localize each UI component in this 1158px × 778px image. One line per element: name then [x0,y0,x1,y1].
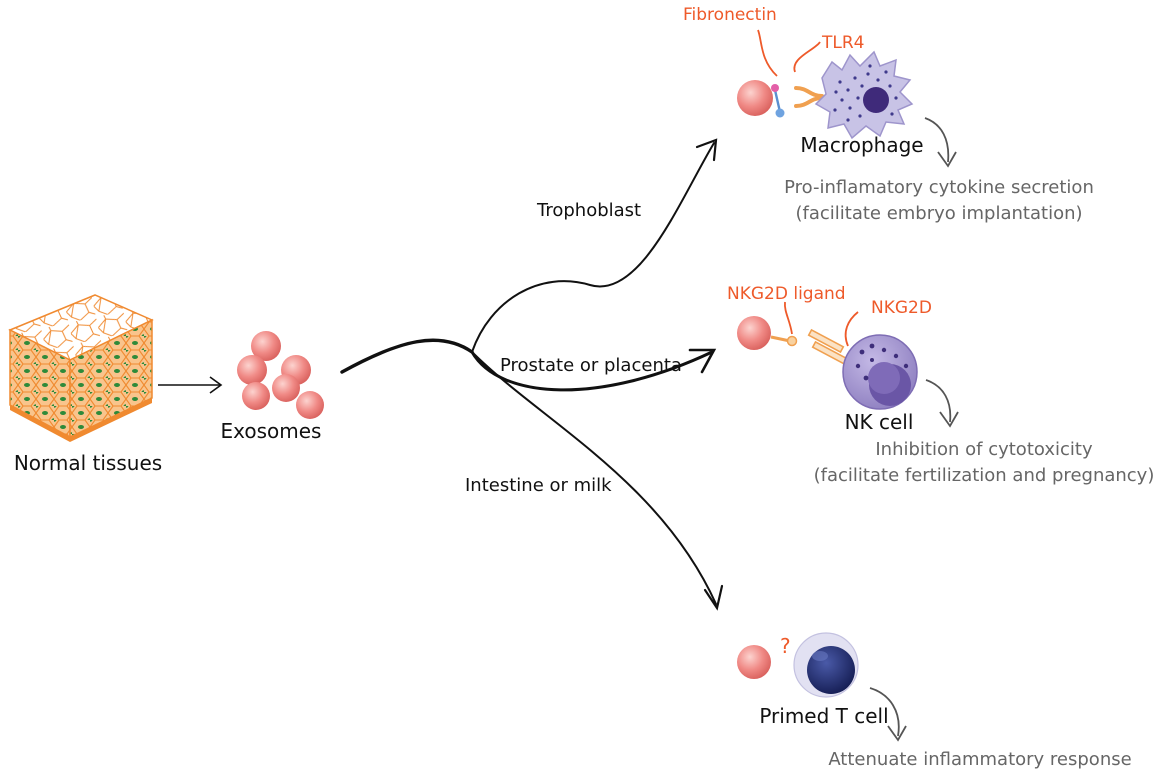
primed-t-cell-label: Primed T cell [759,704,888,728]
t-cell-icon [793,632,859,698]
tcell-effect-label: Attenuate inflammatory response [828,749,1131,770]
macrophage-effect-line2: (facilitate embryo implantation) [795,203,1082,224]
nkg2d-label: NKG2D [871,298,932,318]
nk-cell-icon [842,334,918,410]
macrophage-icon [814,50,914,140]
tlr4-label: TLR4 [821,33,864,53]
tissue-to-exosome-arrow [158,376,223,394]
exosome-icon [737,80,773,116]
nkg2d-ligand-label: NKG2D ligand [727,284,846,304]
unknown-mark: ? [780,634,791,658]
route-label-prostate-placenta: Prostate or placenta [500,355,682,376]
macrophage-interaction [737,29,957,168]
fibronectin-label: Fibronectin [683,5,777,25]
nk-effect-line2: (facilitate fertilization and pregnancy) [814,465,1155,486]
macrophage-label: Macrophage [800,133,923,157]
exosome-icon [737,316,771,350]
normal-tissues-label: Normal tissues [14,451,162,475]
tissue-cube-icon [8,294,154,442]
exosome-cluster-icon [237,331,324,419]
nk-effect-line1: Inhibition of cytotoxicity [875,439,1093,460]
route-label-trophoblast: Trophoblast [536,200,641,221]
exosomes-label: Exosomes [221,419,322,443]
exosome-icon [737,645,771,679]
nk-cell-label: NK cell [845,410,914,434]
macrophage-effect-line1: Pro-inflamatory cytokine secretion [784,177,1094,198]
nk-interaction [737,301,959,428]
route-label-intestine-milk: Intestine or milk [465,475,612,496]
tcell-interaction [737,632,907,742]
branch-arrows [340,138,724,611]
